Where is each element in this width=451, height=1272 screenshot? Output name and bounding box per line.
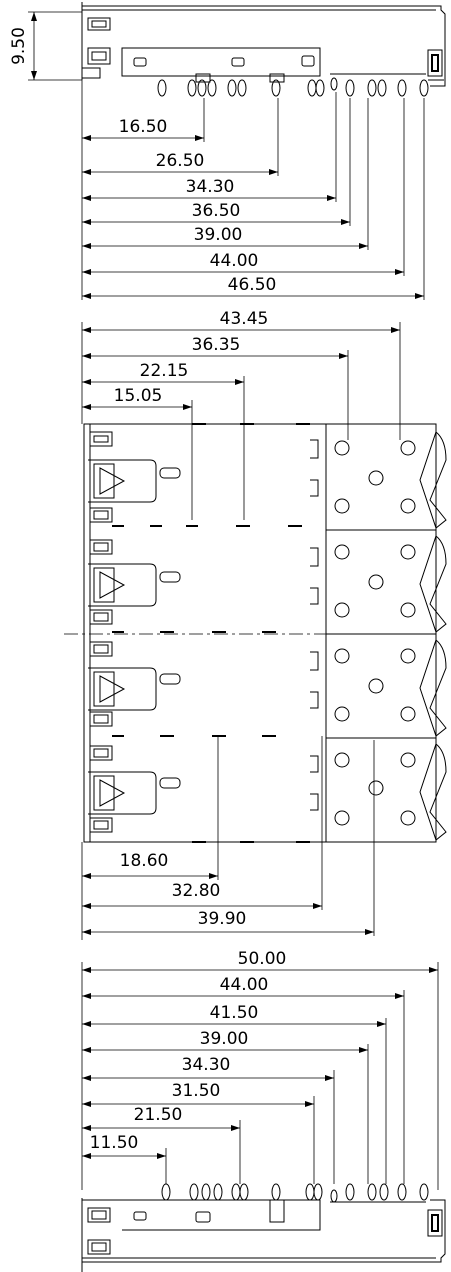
dim-label-46-50: 46.50 [228,275,277,295]
dim-label-18-60: 18.60 [120,851,169,871]
port-4 [88,745,181,833]
dim-label-22-15: 22.15 [140,361,189,381]
top-pins [157,73,429,97]
dim-label-32-80: 32.80 [172,881,221,901]
top-connector-body [81,2,446,87]
dim-label-11-50: 11.50 [90,1133,139,1153]
dim-label-26-50: 26.50 [156,151,205,171]
dim-label-16-50: 16.50 [119,117,168,137]
dim-label-39-00: 39.00 [194,225,243,245]
port-2 [88,539,181,625]
dim-label-44-00-b: 44.00 [220,975,269,995]
dim-label-34-30-b: 34.30 [182,1055,231,1075]
dim-label-43-45: 43.45 [220,309,269,329]
bottom-dimensions: 50.00 44.00 41.50 39.00 34.30 [81,949,439,1190]
dim-label-34-30: 34.30 [186,177,235,197]
dim-label-50-00: 50.00 [238,949,287,969]
dim-label-36-35: 36.35 [192,335,241,355]
front-bottom-dimensions: 18.60 32.80 39.90 [81,736,375,940]
top-view: 9.50 [9,2,446,300]
top-pin-dimensions: 16.50 26.50 34.30 36.50 39.00 [81,80,425,300]
bottom-pins [161,1183,429,1203]
dim-label-41-50: 41.50 [210,1003,259,1023]
dim-label-height: 9.50 [9,27,29,65]
port-3 [88,641,181,727]
front-top-dimensions: 43.45 36.35 22.15 15.05 [81,309,401,520]
dim-label-31-50: 31.50 [172,1081,221,1101]
dim-label-36-50: 36.50 [192,201,241,221]
bottom-view: 50.00 44.00 41.50 39.00 34.30 [81,949,446,1272]
front-view: 43.45 36.35 22.15 15.05 [64,309,447,940]
dim-label-44-00: 44.00 [210,251,259,271]
port-separators [112,423,310,843]
dim-label-39-00-b: 39.00 [200,1029,249,1049]
cage-rear-panels [310,431,447,841]
height-dimension: 9.50 [9,11,82,81]
port-1 [88,431,181,523]
dim-label-15-05: 15.05 [114,386,163,406]
dim-label-21-50: 21.50 [134,1105,183,1125]
dim-label-39-90: 39.90 [198,909,247,929]
bottom-connector-body [81,1198,446,1272]
